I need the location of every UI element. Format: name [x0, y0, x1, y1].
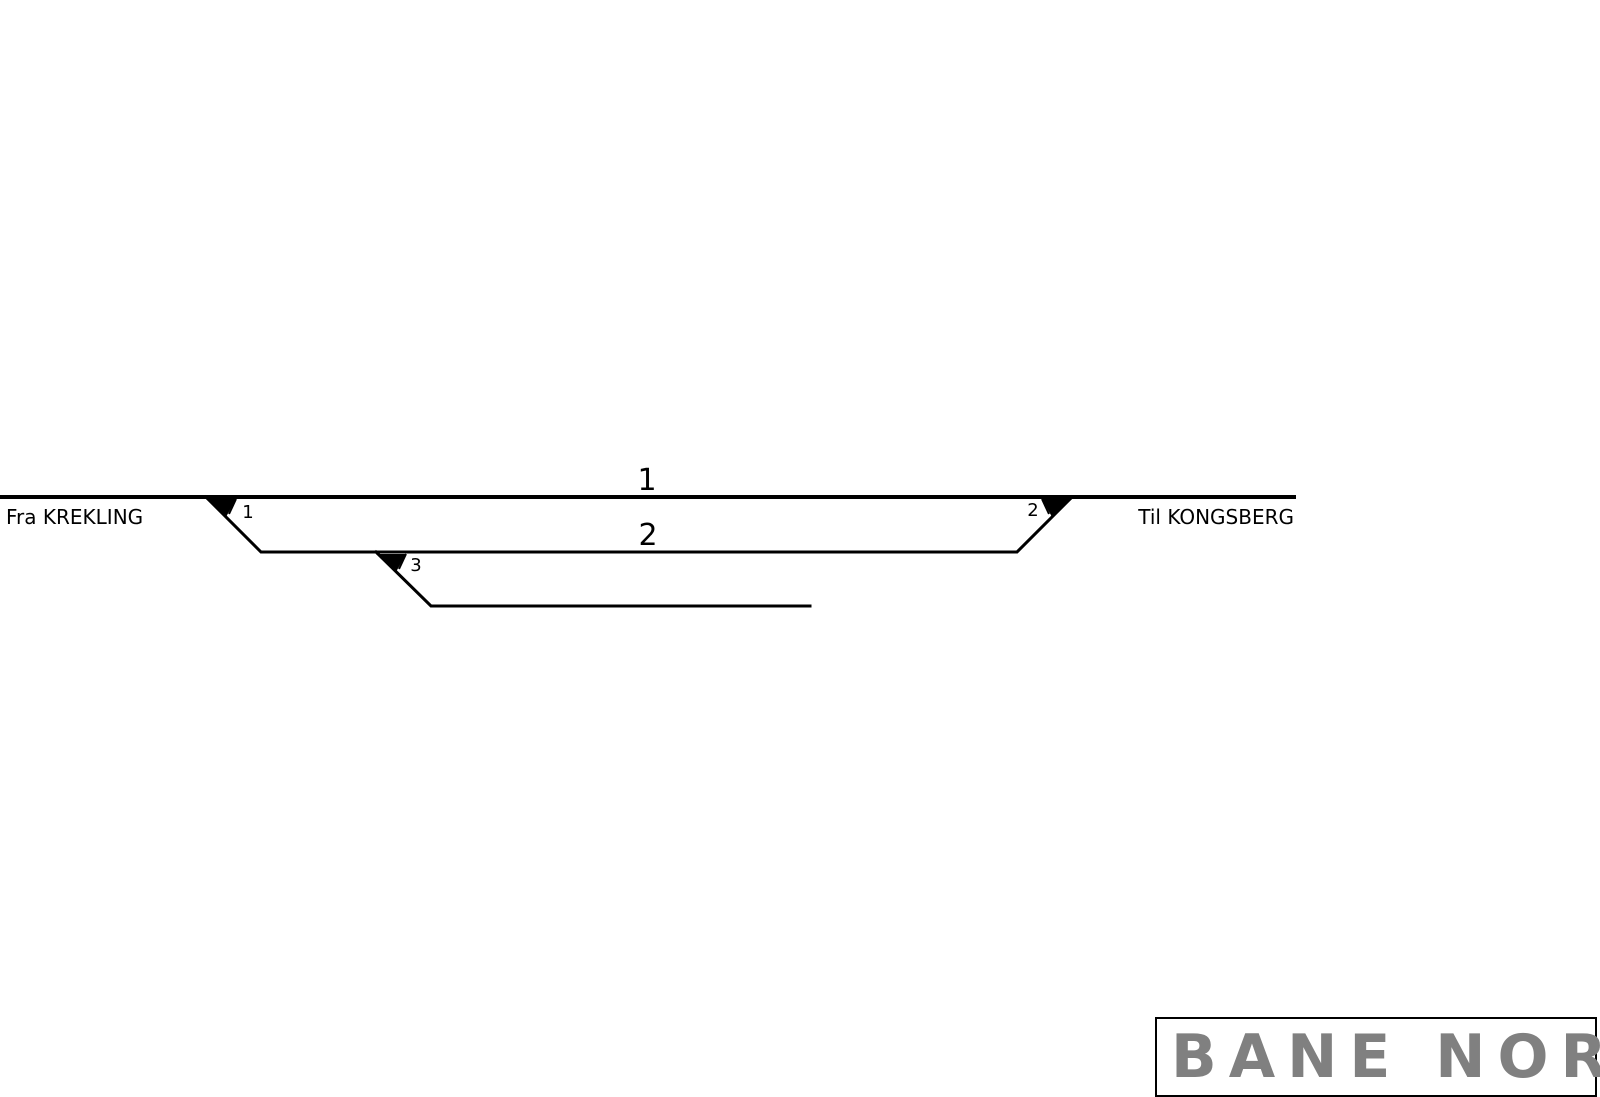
bane-nor-logo: BANE NOR	[1171, 1022, 1600, 1092]
switch-2-tick	[1041, 498, 1050, 515]
switch-3-label: 3	[410, 555, 421, 576]
switch-3-tick	[398, 553, 407, 570]
switch-1-marker	[206, 499, 236, 517]
bane-nor-logo-box: BANE NOR	[1155, 1017, 1600, 1097]
switch-1-tick	[228, 498, 237, 515]
track-2-line	[203, 494, 1075, 554]
track-1-label: 1	[637, 463, 656, 498]
switch-1-label: 1	[242, 502, 253, 523]
switch-2-label: 2	[1027, 500, 1038, 521]
from-endpoint-label: Fra KREKLING	[6, 505, 143, 529]
to-endpoint-label: Til KONGSBERG	[1137, 505, 1294, 529]
track-2-label: 2	[638, 518, 657, 553]
switch-2-marker	[1042, 499, 1072, 517]
siding-track-line	[373, 549, 812, 608]
switch-3-marker	[376, 554, 406, 572]
